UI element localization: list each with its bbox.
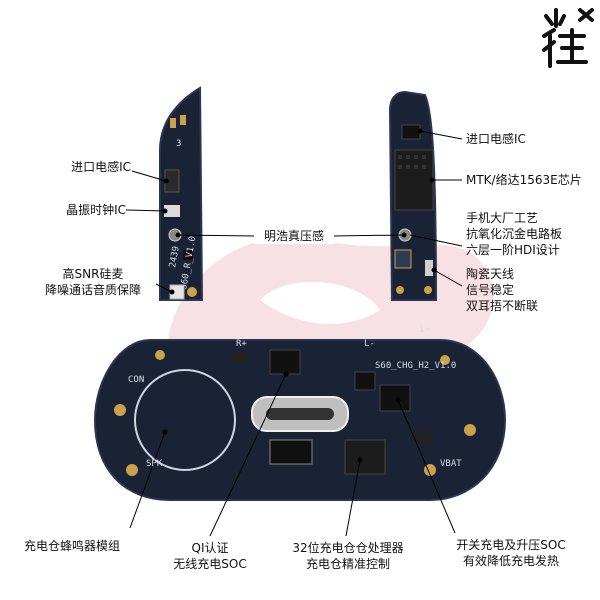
silk-case-vbat: VBAT xyxy=(440,459,462,469)
right-inductor-label: 进口电感IC xyxy=(466,132,526,146)
silk-case-spk: SPK xyxy=(146,459,163,469)
mic-label: 高SNR硅麦 降噪通话音质保障 xyxy=(44,267,141,297)
silk-case-l: L- xyxy=(364,339,375,349)
mcu-label: 32位充电仓仓处理器 充电仓精准控制 xyxy=(292,541,404,571)
antenna-label: 陶瓷天线 信号稳定 双耳捂不断联 xyxy=(466,267,539,313)
silk-left-num: 3 xyxy=(176,139,181,149)
pressure-label: 明浩真压感 xyxy=(254,228,334,244)
chip-label: MTK/络达1563E芯片 xyxy=(466,173,582,187)
charging-case-board xyxy=(93,339,507,501)
silk-case-r: R+ xyxy=(236,339,247,349)
left-inductor-label: 进口电感IC xyxy=(71,160,131,174)
boost-label: 开关充电及升压SOC 有效降低充电发热 xyxy=(456,538,566,568)
right-earbud-board xyxy=(388,90,438,301)
pcb-process-label: 手机大厂工艺 抗氧化沉金电路板 六层一阶HDI设计 xyxy=(466,211,563,257)
left-earbud-board xyxy=(159,86,204,301)
silk-case-lplus: L+ xyxy=(420,325,431,335)
silk-case-board: S60_CHG_H2_V1.0 xyxy=(375,361,456,371)
buzzer-label: 充电仓蜂鸣器模组 xyxy=(24,539,121,553)
silk-left-code: 2439 xyxy=(168,245,182,268)
leader-lines xyxy=(125,128,463,537)
qi-label: QI认证 无线充电SOC xyxy=(173,541,247,571)
silk-case-con: CON xyxy=(128,375,144,385)
brand-logo-icon xyxy=(542,8,594,68)
crystal-label: 晶振时钟IC xyxy=(66,203,126,217)
